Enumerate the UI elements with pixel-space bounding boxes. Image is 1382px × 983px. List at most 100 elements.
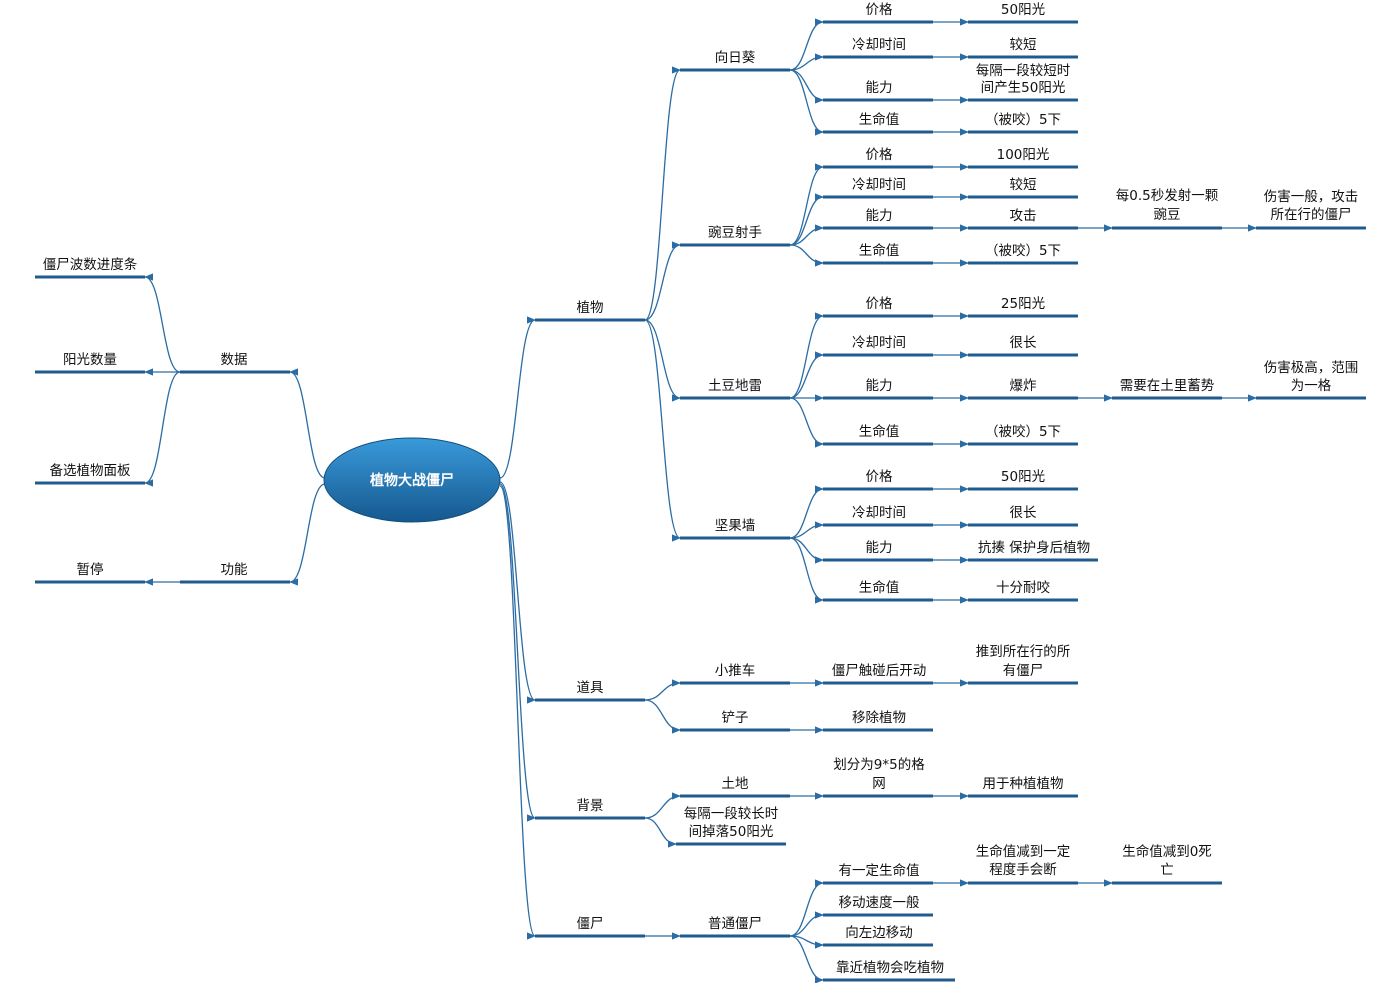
node-wallnut-hp[interactable]: 生命值: [859, 579, 900, 596]
node-wave-bar[interactable]: 僵尸波数进度条: [43, 256, 138, 273]
connector-ps-ps3: [789, 224, 824, 246]
node-wallnut-ability-value[interactable]: 抗揍 保护身后植物: [978, 539, 1090, 556]
node-wallnut-cooldown[interactable]: 冷却时间: [852, 505, 906, 521]
node-potato-mine-hp-value[interactable]: （被咬）5下: [985, 423, 1061, 440]
node-wallnut-price-value[interactable]: 50阳光: [1001, 469, 1045, 485]
connector-plants-ps: [644, 241, 681, 321]
node-zombies[interactable]: 僵尸: [577, 916, 604, 932]
node-pause[interactable]: 暂停: [77, 561, 104, 578]
node-peashooter-hp[interactable]: 生命值: [859, 242, 900, 259]
node-sun-drop-line2[interactable]: 间掉落50阳光: [689, 824, 774, 840]
node-land[interactable]: 土地: [722, 776, 750, 792]
node-zombie-speed[interactable]: 移动速度一般: [839, 895, 920, 911]
node-potato-mine-price-value[interactable]: 25阳光: [1001, 296, 1045, 312]
node-zombie-eat-plants[interactable]: 靠近植物会吃植物: [836, 960, 944, 976]
node-peashooter-cooldown[interactable]: 冷却时间: [852, 177, 906, 193]
node-potato-mine-price[interactable]: 价格: [866, 296, 894, 312]
node-peashooter[interactable]: 豌豆射手: [708, 225, 762, 241]
node-plants[interactable]: 植物: [577, 300, 604, 316]
connector-data-wave: [144, 273, 181, 373]
node-labels: 数据 僵尸波数进度条 阳光数量 备选植物面板 功能 暂停 植物 向日葵 价格 5…: [43, 2, 1359, 976]
node-lawn-mower-trigger[interactable]: 僵尸触碰后开动: [832, 663, 927, 679]
node-sunflower-cooldown-value[interactable]: 较短: [1010, 37, 1037, 53]
connector-wn-wn2: [789, 521, 824, 539]
node-peashooter-ability-detail-line2[interactable]: 豌豆: [1154, 207, 1181, 223]
node-underlines: [35, 20, 1366, 982]
node-peashooter-hp-value[interactable]: （被咬）5下: [985, 242, 1061, 259]
node-sunflower-cooldown[interactable]: 冷却时间: [852, 37, 906, 53]
node-potato-mine-ability-effect-line1[interactable]: 伤害极高，范围: [1264, 359, 1359, 376]
node-peashooter-ability-value[interactable]: 攻击: [1010, 208, 1037, 224]
node-sunflower-price-value[interactable]: 50阳光: [1001, 2, 1045, 18]
root-node[interactable]: [323, 437, 501, 523]
connector-root-plants: [499, 316, 536, 479]
node-wallnut-ability[interactable]: 能力: [866, 540, 893, 556]
node-sunflower-hp-value[interactable]: （被咬）5下: [985, 111, 1061, 128]
node-potato-mine-cooldown[interactable]: 冷却时间: [852, 335, 906, 351]
node-shovel-function[interactable]: 移除植物: [852, 710, 906, 726]
node-zombie-hp[interactable]: 有一定生命值: [839, 862, 920, 879]
node-land-use[interactable]: 用于种植植物: [983, 776, 1064, 792]
node-sunflower-ability[interactable]: 能力: [866, 80, 893, 96]
node-shovel[interactable]: 铲子: [722, 710, 749, 726]
node-peashooter-ability-effect-line2[interactable]: 所在行的僵尸: [1271, 207, 1352, 223]
connector-ps-ps1: [789, 163, 824, 246]
node-plant-panel[interactable]: 备选植物面板: [50, 462, 131, 479]
node-sunflower-ability-value-line2[interactable]: 间产生50阳光: [981, 80, 1066, 96]
node-wallnut[interactable]: 坚果墙: [715, 518, 756, 534]
connector-wn-wn1: [789, 485, 824, 539]
node-zombie-hp-end-line2[interactable]: 亡: [1160, 862, 1174, 878]
node-data[interactable]: 数据: [221, 352, 248, 368]
node-wallnut-price[interactable]: 价格: [866, 469, 894, 485]
node-zombie-hp-detail-line1[interactable]: 生命值减到一定: [976, 843, 1071, 860]
node-normal-zombie[interactable]: 普通僵尸: [708, 916, 762, 932]
node-lawn-mower[interactable]: 小推车: [715, 662, 756, 679]
connector-plants-wn: [644, 319, 681, 542]
node-land-grid-line2[interactable]: 网: [872, 776, 886, 792]
node-potato-mine[interactable]: 土豆地雷: [708, 378, 762, 394]
node-land-grid-line1[interactable]: 划分为9*5的格: [833, 757, 925, 773]
node-zombie-hp-detail-line2[interactable]: 程度手会断: [989, 862, 1057, 878]
node-peashooter-cooldown-value[interactable]: 较短: [1010, 177, 1037, 193]
connector-sf-sf4: [789, 69, 824, 136]
node-wallnut-hp-value[interactable]: 十分耐咬: [996, 579, 1050, 596]
node-peashooter-price-value[interactable]: 100阳光: [997, 147, 1050, 163]
node-wallnut-cooldown-value[interactable]: 很长: [1010, 505, 1038, 521]
node-peashooter-price[interactable]: 价格: [866, 147, 894, 163]
node-sunflower-ability-value-line1[interactable]: 每隔一段较短时: [976, 63, 1071, 79]
node-potato-mine-ability-detail[interactable]: 需要在土里蓄势: [1120, 378, 1215, 394]
node-potato-mine-ability-effect-line2[interactable]: 为一格: [1291, 378, 1332, 394]
node-sun-drop-line1[interactable]: 每隔一段较长时: [684, 806, 779, 822]
node-peashooter-ability[interactable]: 能力: [866, 208, 893, 224]
connector-wn-wn3: [789, 537, 824, 564]
root-label: 植物大战僵尸: [369, 472, 454, 489]
connector-sf-sf1: [789, 18, 824, 71]
node-background[interactable]: 背景: [577, 798, 604, 814]
connector-pm-pm1: [789, 312, 824, 399]
node-function[interactable]: 功能: [221, 562, 248, 578]
node-sun-count[interactable]: 阳光数量: [63, 352, 117, 368]
node-lawn-mower-result-line2[interactable]: 有僵尸: [1003, 663, 1044, 679]
node-potato-mine-ability-value[interactable]: 爆炸: [1010, 378, 1038, 394]
node-sunflower-hp[interactable]: 生命值: [859, 111, 900, 128]
connector-ps-ps4: [789, 244, 824, 267]
node-potato-mine-cooldown-value[interactable]: 很长: [1010, 335, 1038, 351]
node-props[interactable]: 道具: [577, 680, 604, 696]
node-sunflower[interactable]: 向日葵: [715, 50, 756, 66]
connector-lines: [144, 18, 1257, 983]
connector-sf-sf2: [789, 53, 824, 71]
node-peashooter-ability-detail-line1[interactable]: 每0.5秒发射一颗: [1116, 188, 1219, 204]
connector-bg-drop: [644, 817, 677, 848]
connector-sf-sf3: [789, 69, 824, 104]
node-sunflower-price[interactable]: 价格: [866, 2, 894, 18]
node-peashooter-ability-effect-line1[interactable]: 伤害一般，攻击: [1264, 189, 1359, 205]
connector-wn-wn4: [789, 537, 824, 604]
connector-pm-pm4: [789, 397, 824, 448]
node-zombie-move-left[interactable]: 向左边移动: [845, 925, 913, 941]
node-potato-mine-hp[interactable]: 生命值: [859, 423, 900, 440]
connector-bg-land: [644, 792, 681, 819]
node-potato-mine-ability[interactable]: 能力: [866, 378, 893, 394]
node-lawn-mower-result-line1[interactable]: 推到所在行的所: [976, 644, 1071, 660]
node-zombie-hp-end-line1[interactable]: 生命值减到0死: [1122, 843, 1212, 860]
